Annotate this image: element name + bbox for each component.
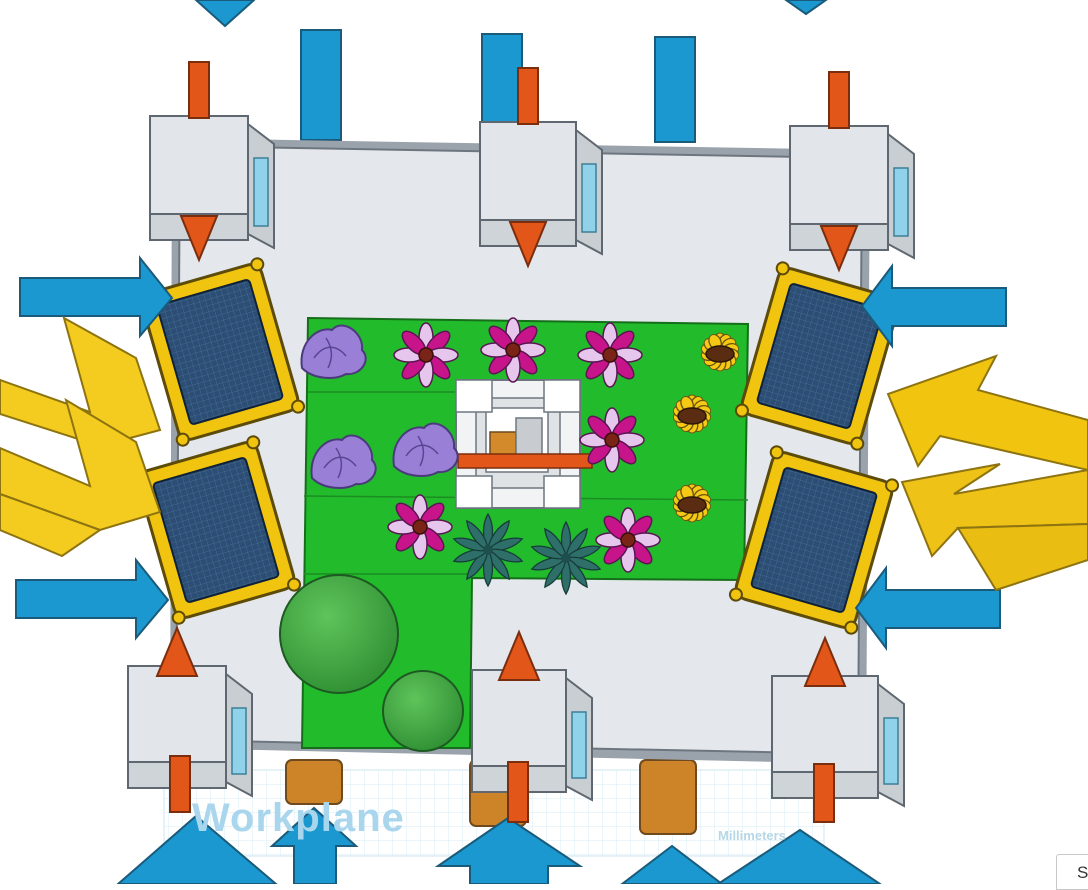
round-tree-small[interactable]	[382, 670, 464, 752]
shelter-block[interactable]	[149, 115, 275, 250]
sunflower-bed	[673, 332, 739, 523]
sunflower-icon	[673, 394, 711, 434]
flower-bed	[387, 317, 661, 573]
wind-arrow-top-right[interactable]	[784, 0, 828, 16]
sun-arrow-left[interactable]	[0, 315, 162, 558]
solar-panels[interactable]	[130, 257, 906, 635]
heat-arrow-icon[interactable]	[819, 71, 859, 273]
lavender-bushes	[300, 324, 459, 489]
wind-arrow-top-left[interactable]	[194, 0, 256, 28]
shelters[interactable]	[127, 61, 915, 808]
shelter-block[interactable]	[771, 675, 905, 808]
heat-arrows-bottom[interactable]	[169, 755, 835, 823]
heat-arrow-icon[interactable]	[803, 635, 847, 687]
flower-icon	[595, 507, 661, 573]
heat-arrow-icon[interactable]	[155, 625, 199, 677]
sunflower-icon	[673, 483, 711, 523]
flower-icon	[393, 322, 459, 388]
fern-icon	[530, 520, 602, 596]
fern-bed	[452, 512, 602, 596]
snap-grid-button[interactable]: S	[1056, 854, 1088, 890]
solar-panel-icon[interactable]	[728, 445, 900, 635]
fern-icon	[452, 512, 524, 588]
wind-arrows-left[interactable]	[15, 255, 174, 641]
wind-arrows-bottom[interactable]	[116, 806, 882, 884]
shelter-block[interactable]	[471, 669, 593, 802]
lavender-bush	[392, 422, 459, 477]
flower-icon	[577, 322, 643, 388]
solar-panel-icon[interactable]	[130, 435, 302, 625]
flower-icon	[480, 317, 546, 383]
wind-bars-top[interactable]	[300, 29, 696, 143]
center-fountain[interactable]	[455, 379, 593, 509]
sunflower-icon	[701, 332, 739, 372]
flower-icon	[387, 494, 453, 560]
solar-panel-icon[interactable]	[134, 257, 306, 447]
heat-arrow-icon[interactable]	[179, 61, 219, 263]
round-tree-large[interactable]	[279, 574, 399, 694]
heat-arrow-icon[interactable]	[508, 67, 548, 269]
workplane-label: Workplane	[192, 796, 405, 840]
heat-arrow-icon[interactable]	[497, 629, 541, 681]
workplane-units: Millimeters	[718, 828, 786, 843]
solar-panel-icon[interactable]	[734, 261, 906, 451]
lavender-bush	[300, 324, 367, 379]
flower-icon	[579, 407, 645, 473]
wind-arrows-right[interactable]	[854, 263, 1007, 651]
lavender-bush	[310, 434, 377, 489]
sun-arrow-right[interactable]	[886, 354, 1088, 592]
